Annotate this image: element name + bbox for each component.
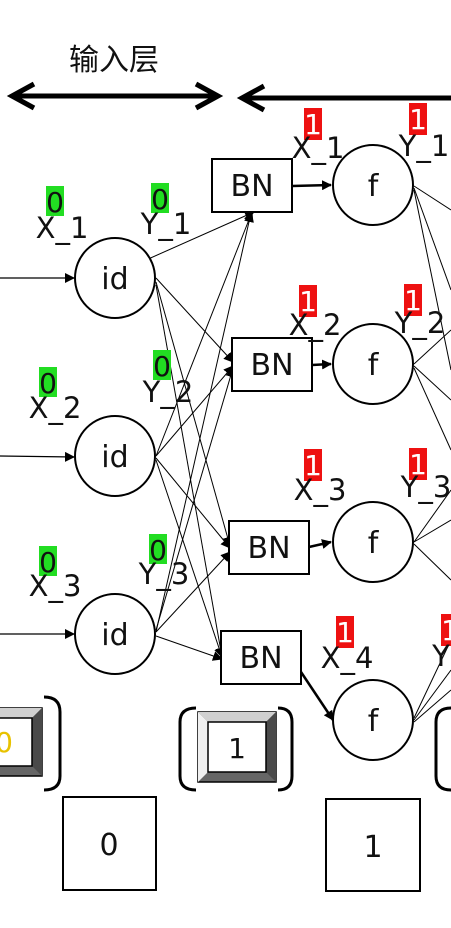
bn-label: BN <box>247 531 290 566</box>
y-badge: 0 <box>151 183 169 216</box>
f-node-2[interactable]: f <box>332 323 414 405</box>
f-node-1[interactable]: f <box>332 144 414 226</box>
y-label: Y_2 <box>142 375 194 409</box>
bn-node-2[interactable]: BN <box>231 337 313 392</box>
bn-node-3[interactable]: BN <box>228 520 310 575</box>
x-badge: 1 <box>299 285 317 318</box>
index-value: 1 <box>363 830 382 865</box>
input-node-label: id <box>101 618 128 653</box>
f-label: f <box>368 704 380 739</box>
y-label: Y_3 <box>400 470 451 504</box>
bn-label: BN <box>230 169 273 204</box>
input-edges <box>0 273 75 639</box>
input-node-label: id <box>101 262 128 297</box>
f-outgoing-edges <box>413 185 451 723</box>
x-label: X_2 <box>289 308 342 342</box>
x-badge: 1 <box>336 616 354 649</box>
f-node-1-labels: 1 X_1 1 Y_1 <box>292 103 450 165</box>
x-label: X_3 <box>294 473 347 507</box>
input-node-1[interactable]: id <box>74 237 156 319</box>
bn-to-f-edges <box>291 180 335 721</box>
y-label: Y_1 <box>398 129 450 163</box>
layer-span-arrow <box>6 81 224 111</box>
input-layer-index-box: 0 <box>62 796 157 891</box>
y-label: Y_3 <box>138 557 190 591</box>
f-node-3-labels: 1 X_3 1 Y_3 <box>294 448 451 507</box>
x-badge: 0 <box>46 186 64 219</box>
y-badge: 1 <box>441 614 451 647</box>
layer-title: 输入层 <box>69 43 159 78</box>
bn-label: BN <box>250 348 293 383</box>
input-node-3-labels: 0 X_3 0 Y_3 <box>29 534 190 603</box>
x-badge: 1 <box>304 108 322 141</box>
y-badge: 1 <box>409 448 427 481</box>
input-node-1-labels: 0 X_1 0 Y_1 <box>36 183 192 245</box>
x-label: X_3 <box>29 569 82 603</box>
input-node-2-labels: 0 X_2 0 Y_2 <box>29 350 194 425</box>
bevel-value: 0 <box>0 726 13 759</box>
next-bevel-bracket <box>434 706 451 792</box>
f-label: f <box>368 526 380 561</box>
hidden-layer-index-box: 1 <box>325 798 421 892</box>
x-label: X_1 <box>36 211 89 245</box>
f-node-4[interactable]: f <box>332 679 414 761</box>
y-badge: 1 <box>404 284 422 317</box>
y-label: Y_1 <box>140 207 192 241</box>
x-badge: 0 <box>39 546 57 579</box>
f-label: f <box>368 348 380 383</box>
y-label: Y <box>431 639 450 673</box>
f-label: f <box>368 169 380 204</box>
next-layer-span-arrow <box>236 83 451 113</box>
hidden-bevel-widget[interactable]: 1 <box>178 706 294 792</box>
bn-label: BN <box>239 641 282 676</box>
input-node-label: id <box>101 440 128 475</box>
f-node-2-labels: 1 X_2 1 Y_2 <box>289 284 446 342</box>
x-badge: 0 <box>39 367 57 400</box>
x-label: X_1 <box>292 131 345 165</box>
y-badge: 0 <box>149 534 167 567</box>
y-badge: 1 <box>409 103 427 136</box>
y-badge: 0 <box>153 350 171 383</box>
index-value: 0 <box>99 828 118 863</box>
input-to-bn-edges <box>127 211 255 661</box>
input-node-2[interactable]: id <box>74 415 156 497</box>
input-bevel-widget[interactable]: 0 <box>0 695 62 792</box>
x-label: X_4 <box>321 641 374 675</box>
f-node-3[interactable]: f <box>332 501 414 583</box>
x-label: X_2 <box>29 391 82 425</box>
bevel-value: 1 <box>228 732 246 765</box>
x-badge: 1 <box>304 449 322 482</box>
f-node-4-labels: 1 X_4 1 Y <box>321 614 451 675</box>
bn-node-1[interactable]: BN <box>211 158 293 213</box>
y-label: Y_2 <box>394 306 446 340</box>
bn-node-4[interactable]: BN <box>220 630 302 685</box>
input-node-3[interactable]: id <box>74 593 156 675</box>
